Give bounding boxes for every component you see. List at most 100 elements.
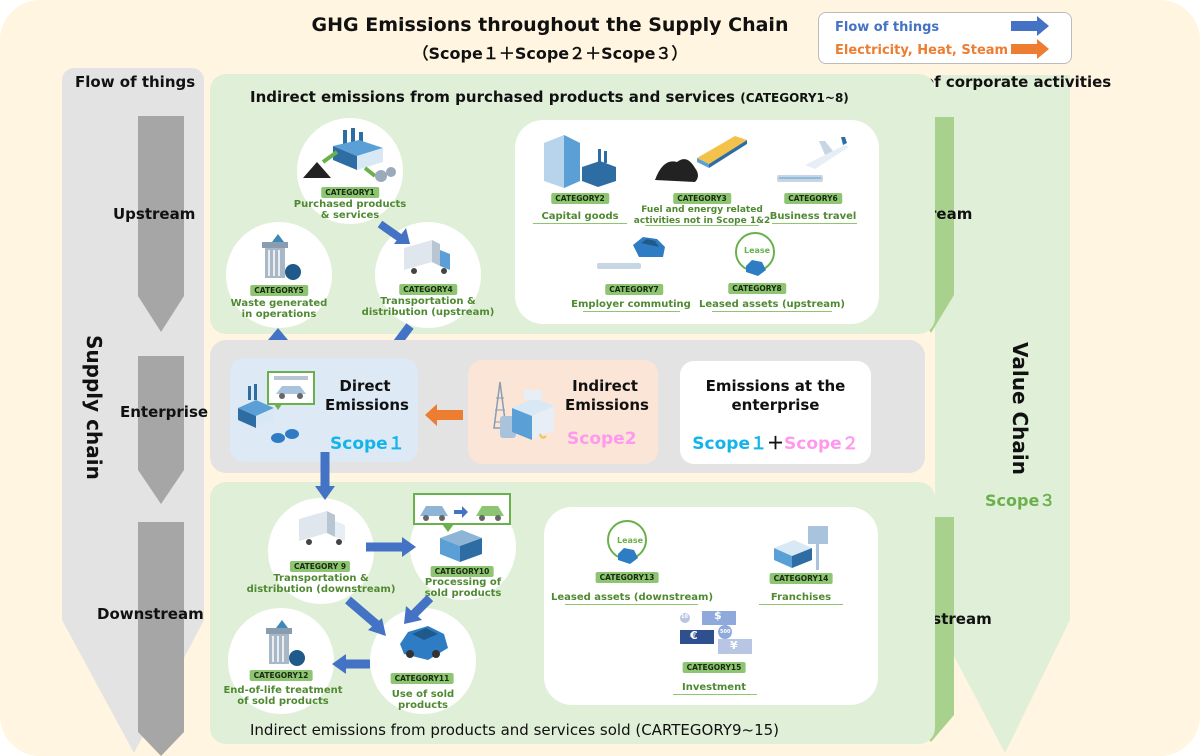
category5-label-line1: Waste generated bbox=[230, 298, 328, 309]
coal-ship-icon bbox=[655, 136, 747, 182]
indirect-emissions-box bbox=[468, 360, 658, 464]
lease-car-icon bbox=[607, 520, 647, 564]
scope1-label: Scope１ bbox=[330, 434, 405, 454]
category8-underline bbox=[712, 311, 832, 312]
category4-label: Transportation &distribution (upstream) bbox=[362, 296, 495, 318]
left-stage-enterprise: Enterprise bbox=[120, 403, 209, 421]
category1-label-line1: Purchased products bbox=[293, 199, 407, 210]
category9-badge: CATEGORY 9 bbox=[289, 561, 351, 572]
category4-badge: CATEGORY4 bbox=[399, 284, 457, 295]
category8-label: Leased assets (upstream) bbox=[699, 299, 845, 310]
dollar-sign: $ bbox=[714, 609, 722, 622]
category2-badge: CATEGORY2 bbox=[551, 193, 609, 204]
category6-underline bbox=[772, 223, 857, 224]
category3-label-line2: activities not in Scope 1&2 bbox=[633, 216, 771, 226]
diagram-title: GHG Emissions throughout the Supply Chai… bbox=[311, 14, 789, 36]
category6-badge: CATEGORY6 bbox=[784, 193, 842, 204]
category3-badge: CATEGORY3 bbox=[673, 193, 731, 204]
category5-badge: CATEGORY5 bbox=[250, 285, 308, 296]
right-header: Flow of corporate activities bbox=[879, 73, 1112, 91]
category13-label: Leased assets (downstream) bbox=[550, 592, 714, 603]
legend-electricity: Electricity, Heat, Steam bbox=[835, 43, 1009, 58]
energy-arrow bbox=[425, 404, 463, 426]
total-scope1: Scope１ bbox=[692, 434, 767, 454]
truck-icon bbox=[299, 511, 345, 545]
direct-emissions-title: Direct Emissions bbox=[325, 377, 409, 415]
direct-emissions-line2: Emissions bbox=[325, 396, 409, 414]
category2-underline bbox=[533, 223, 627, 224]
upstream-panel-title: Indirect emissions from purchased produc… bbox=[250, 88, 849, 106]
scope3-label: Scope３ bbox=[985, 491, 1056, 510]
yen-sign: ¥ bbox=[730, 639, 738, 652]
category1-label-line2: & services bbox=[320, 210, 380, 221]
category11-badge: CATEGORY11 bbox=[390, 673, 454, 684]
category3-underline bbox=[645, 225, 759, 226]
category7-label: Employer commuting bbox=[571, 299, 691, 310]
category5-label-line2: in operations bbox=[241, 309, 317, 320]
indirect-emissions-title: Indirect Emissions bbox=[565, 377, 649, 415]
category4-label-line1: Transportation & bbox=[380, 296, 476, 307]
category1-label: Purchased products& services bbox=[294, 199, 406, 221]
upstream-title-suffix: (CATEGORY1~8) bbox=[740, 91, 849, 105]
diagram-subtitle: （Scope１＋Scope２＋Scope３） bbox=[412, 44, 688, 63]
legend: Flow of things Electricity, Heat, Steam bbox=[818, 12, 1072, 64]
left-header: Flow of things bbox=[75, 73, 196, 91]
category11-label-line2: products bbox=[398, 700, 448, 711]
category12-label-line2: of sold products bbox=[237, 696, 329, 707]
category9-label: Transportation &distribution (downstream… bbox=[247, 573, 396, 595]
category9-label-line1: Transportation & bbox=[273, 573, 369, 584]
enterprise-total-box bbox=[680, 361, 871, 464]
left-stage-upstream: Upstream bbox=[113, 205, 196, 223]
category14-badge: CATEGORY14 bbox=[769, 573, 833, 584]
blue-arrow-icon bbox=[1011, 16, 1049, 36]
category11-label-line1: Use of sold bbox=[391, 689, 455, 700]
direct-emissions-icon bbox=[238, 371, 315, 443]
legend-flow-of-things: Flow of things bbox=[835, 20, 940, 35]
category9-label-line2: distribution (downstream) bbox=[246, 584, 396, 595]
category10-badge: CATEGORY10 bbox=[430, 566, 494, 577]
supply-chain-arrow bbox=[62, 68, 204, 756]
total-plus: ＋ bbox=[767, 434, 784, 454]
category15-label: Investment bbox=[682, 682, 746, 693]
value-chain-label: Value Chain bbox=[1008, 342, 1032, 476]
category14-label: Franchises bbox=[770, 592, 832, 603]
car-train-icon bbox=[597, 237, 665, 269]
coin-10: 10 bbox=[681, 614, 688, 620]
category13-lease-text: Lease bbox=[617, 536, 644, 545]
airplane-train-icon bbox=[777, 137, 849, 182]
category7-underline bbox=[583, 311, 680, 312]
category13-underline bbox=[565, 604, 698, 605]
factory-icon bbox=[303, 128, 396, 182]
category2-label: Capital goods bbox=[541, 211, 619, 222]
category11-circle bbox=[370, 608, 476, 714]
category7-badge: CATEGORY7 bbox=[605, 284, 663, 295]
enterprise-total-line2: enterprise bbox=[731, 396, 820, 414]
upstream-title-text: Indirect emissions from purchased produc… bbox=[250, 88, 735, 106]
car-icon bbox=[400, 626, 448, 660]
euro-sign: € bbox=[690, 629, 698, 642]
category12-label-line1: End-of-life treatment bbox=[223, 685, 343, 696]
enterprise-total-line1: Emissions at the bbox=[705, 377, 846, 395]
category10-label-line2: sold products bbox=[424, 588, 502, 599]
enterprise-total-scopes: Scope１＋Scope２ bbox=[680, 429, 871, 454]
indirect-emissions-line2: Emissions bbox=[565, 396, 649, 414]
currency-icon bbox=[680, 611, 752, 654]
value-chain-arrow bbox=[935, 75, 1070, 753]
supply-chain-label: Supply chain bbox=[82, 335, 106, 480]
processing-plant-icon bbox=[413, 493, 511, 562]
upstream-flow-arrows bbox=[268, 220, 414, 368]
downstream-panel-title: Indirect emissions from products and ser… bbox=[250, 721, 780, 739]
truck-icon bbox=[404, 240, 450, 274]
power-plant-icon bbox=[493, 381, 554, 440]
left-stage-downstream: Downstream bbox=[97, 605, 204, 623]
category14-underline bbox=[759, 604, 843, 605]
category12-badge: CATEGORY12 bbox=[249, 670, 313, 681]
downstream-flow-arrows bbox=[315, 452, 434, 674]
trash-bin-icon bbox=[266, 620, 305, 666]
building-icon bbox=[544, 135, 616, 188]
